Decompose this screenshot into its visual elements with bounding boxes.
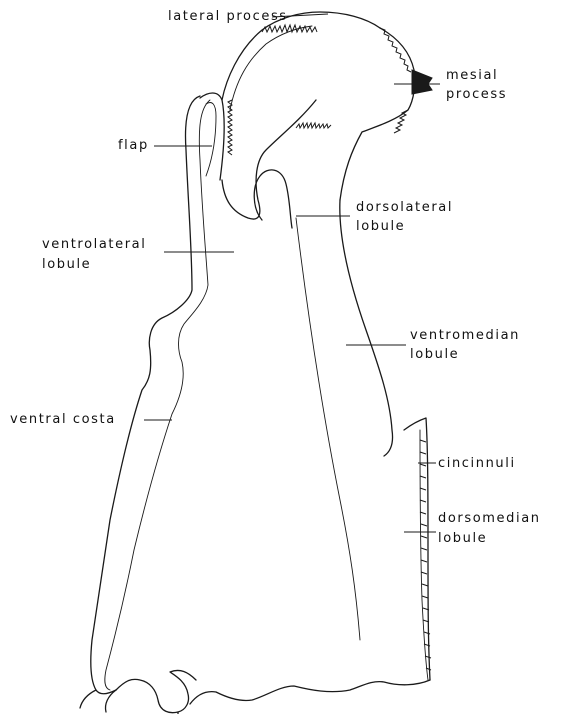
mesial-process-lower-teeth xyxy=(394,110,408,133)
label-dorsolateral-line2: lobule xyxy=(356,218,405,235)
lateral-process-teeth-lower xyxy=(228,100,232,155)
ventromedian-outline xyxy=(340,200,393,456)
basal-sclerite xyxy=(116,670,196,712)
dorsomedian-outline xyxy=(404,418,430,680)
flap-shape xyxy=(200,93,224,180)
basal-outline xyxy=(190,680,430,704)
lateral-process-body xyxy=(222,100,316,219)
label-ventrolateral-line1: ventrolateral xyxy=(42,236,146,253)
label-flap: flap xyxy=(118,137,149,154)
inner-ridge-teeth xyxy=(296,123,331,128)
label-ventrolateral-line2: lobule xyxy=(42,256,91,273)
ventral-costa-inner xyxy=(105,100,210,690)
cincinnuli-hatching xyxy=(420,440,431,670)
label-dorsomedian-line1: dorsomedian xyxy=(438,510,541,527)
label-dorsomedian-line2: lobule xyxy=(438,530,487,547)
dorsolateral-knob xyxy=(254,170,292,228)
label-mesial-process-line2: process xyxy=(446,86,507,103)
cincinnuli-strip xyxy=(420,430,428,680)
label-lateral-process: lateral process xyxy=(168,8,288,25)
lateral-process-inner xyxy=(230,26,312,110)
ventral-costa-outline xyxy=(91,96,200,694)
label-ventral-costa: ventral costa xyxy=(10,411,116,428)
flap-inner xyxy=(206,103,216,177)
mesial-process-dense xyxy=(412,70,432,94)
label-ventromedian-line2: lobule xyxy=(410,346,459,363)
label-cincinnuli: cincinnuli xyxy=(438,455,516,472)
mesial-process-teeth xyxy=(380,28,411,72)
basal-fork-left xyxy=(80,690,116,712)
label-dorsolateral-line1: dorsolateral xyxy=(356,199,453,216)
label-mesial-process-line1: mesial xyxy=(446,67,498,84)
lateral-process-outline xyxy=(222,12,380,100)
label-ventromedian-line1: ventromedian xyxy=(410,327,520,344)
